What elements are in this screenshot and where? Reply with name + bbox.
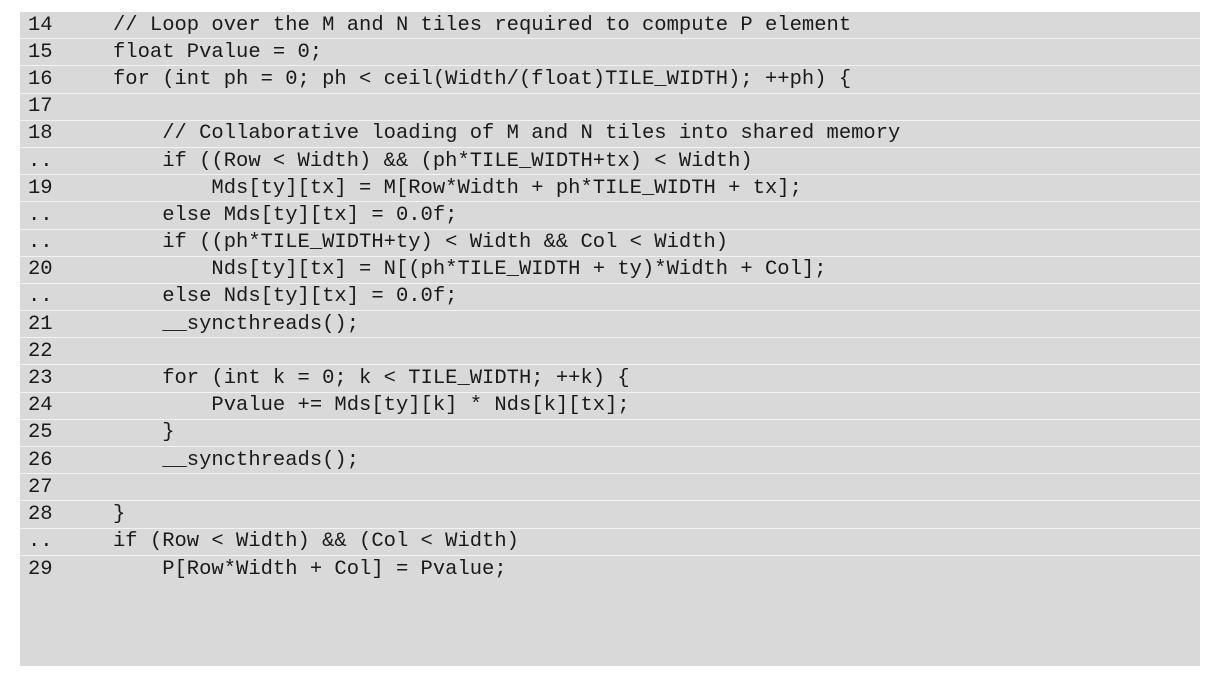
line-code: else Nds[ty][tx] = 0.0f; [113, 285, 458, 309]
line-number: 28 [28, 502, 53, 526]
code-line: 18 // Collaborative loading of M and N t… [20, 121, 1200, 148]
line-number: 25 [28, 421, 53, 445]
line-number: 23 [28, 367, 53, 391]
code-line: 25 } [20, 420, 1200, 447]
code-line: .. else Mds[ty][tx] = 0.0f; [20, 202, 1200, 230]
line-code: for (int k = 0; k < TILE_WIDTH; ++k) { [113, 367, 630, 391]
code-line: 26 __syncthreads(); [20, 447, 1200, 475]
code-line: .. if ((ph*TILE_WIDTH+ty) < Width && Col… [20, 230, 1200, 257]
code-line: 22 [20, 338, 1200, 366]
code-line: .. if (Row < Width) && (Col < Width) [20, 529, 1200, 556]
code-line: 15 float Pvalue = 0; [20, 39, 1200, 67]
line-number: .. [28, 203, 53, 227]
line-number: 22 [28, 339, 53, 363]
line-code: else Mds[ty][tx] = 0.0f; [113, 203, 458, 227]
line-code: float Pvalue = 0; [113, 40, 323, 64]
line-code: } [113, 421, 175, 445]
line-number: 29 [28, 557, 53, 581]
line-number: 14 [28, 13, 53, 37]
code-line: 27 [20, 474, 1200, 502]
line-number: .. [28, 530, 53, 554]
code-line: 14 // Loop over the M and N tiles requir… [20, 12, 1200, 40]
line-code: } [113, 502, 126, 526]
line-number: .. [28, 231, 53, 255]
line-code: Mds[ty][tx] = M[Row*Width + ph*TILE_WIDT… [113, 176, 802, 200]
line-number: 20 [28, 258, 53, 282]
line-code: Pvalue += Mds[ty][k] * Nds[k][tx]; [113, 394, 630, 418]
code-line: 19 Mds[ty][tx] = M[Row*Width + ph*TILE_W… [20, 175, 1200, 203]
line-code: if ((ph*TILE_WIDTH+ty) < Width && Col < … [113, 231, 729, 255]
line-number: .. [28, 149, 53, 173]
line-code: P[Row*Width + Col] = Pvalue; [113, 557, 507, 581]
line-code: if (Row < Width) && (Col < Width) [113, 530, 519, 554]
code-line: 23 for (int k = 0; k < TILE_WIDTH; ++k) … [20, 365, 1200, 393]
line-number: 19 [28, 176, 53, 200]
code-line: 16 for (int ph = 0; ph < ceil(Width/(flo… [20, 66, 1200, 94]
line-code: Nds[ty][tx] = N[(ph*TILE_WIDTH + ty)*Wid… [113, 258, 827, 282]
line-number: 26 [28, 448, 53, 472]
line-code: // Collaborative loading of M and N tile… [113, 122, 901, 146]
line-code: __syncthreads(); [113, 448, 360, 472]
code-line: 20 Nds[ty][tx] = N[(ph*TILE_WIDTH + ty)*… [20, 257, 1200, 284]
line-code: if ((Row < Width) && (ph*TILE_WIDTH+tx) … [113, 149, 753, 173]
line-code: for (int ph = 0; ph < ceil(Width/(float)… [113, 67, 852, 91]
line-number: 16 [28, 67, 53, 91]
line-code: __syncthreads(); [113, 312, 360, 336]
line-number: 21 [28, 312, 53, 336]
line-code: // Loop over the M and N tiles required … [113, 13, 852, 37]
code-line: 21 __syncthreads(); [20, 311, 1200, 339]
line-number: .. [28, 285, 53, 309]
code-line: 28 } [20, 501, 1200, 529]
line-number: 17 [28, 95, 53, 119]
code-line: .. else Nds[ty][tx] = 0.0f; [20, 284, 1200, 312]
code-line: .. if ((Row < Width) && (ph*TILE_WIDTH+t… [20, 148, 1200, 176]
code-line: 24 Pvalue += Mds[ty][k] * Nds[k][tx]; [20, 393, 1200, 420]
line-number: 24 [28, 394, 53, 418]
code-line: 17 [20, 94, 1200, 121]
code-line: 29 P[Row*Width + Col] = Pvalue; [20, 556, 1200, 583]
code-listing: 14 // Loop over the M and N tiles requir… [20, 12, 1200, 666]
line-number: 15 [28, 40, 53, 64]
line-number: 18 [28, 122, 53, 146]
line-number: 27 [28, 475, 53, 499]
